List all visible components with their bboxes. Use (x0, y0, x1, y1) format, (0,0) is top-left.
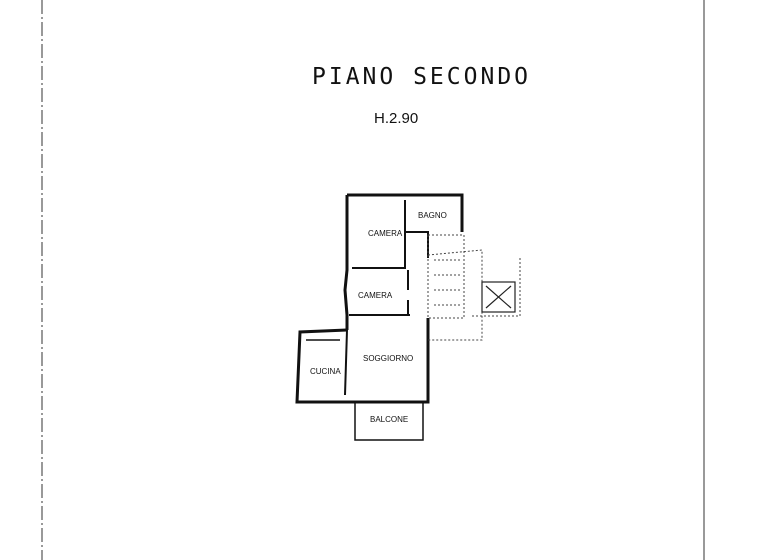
room-label-balcone: BALCONE (370, 415, 408, 424)
room-label-cucina: CUCINA (310, 367, 341, 376)
stairs (427, 234, 521, 341)
room-label-bagno: BAGNO (418, 211, 447, 220)
room-label-soggiorno: SOGGIORNO (363, 354, 413, 363)
floor-title: PIANO SECONDO (312, 64, 532, 90)
lift-shaft (481, 281, 516, 313)
ceiling-height: H.2.90 (374, 110, 419, 127)
room-label-camera-2: CAMERA (358, 291, 393, 300)
room-label-camera: CAMERA (368, 229, 403, 238)
walls (295, 193, 464, 441)
page-borders (41, 0, 705, 560)
